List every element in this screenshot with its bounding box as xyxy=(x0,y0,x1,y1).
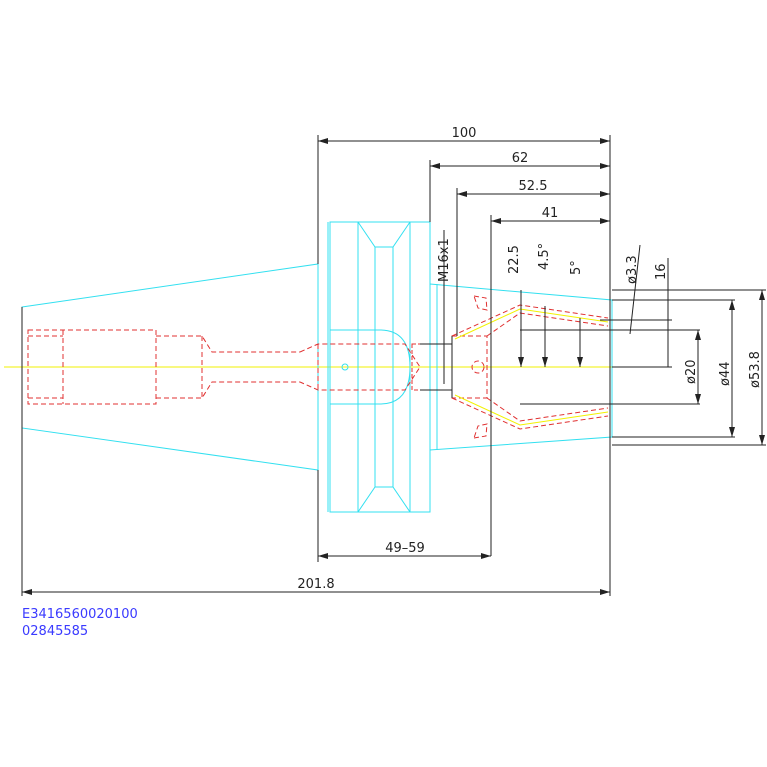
dim-dia-3-3: ø3.3 xyxy=(625,255,640,284)
part-code-2: 02845585 xyxy=(22,624,89,639)
dim-22-5: 22.5 xyxy=(507,245,522,274)
dim-m16: M16x1 xyxy=(437,238,452,282)
thread-zone xyxy=(420,336,453,398)
dim-41: 41 xyxy=(542,206,559,221)
dim-62: 62 xyxy=(512,151,529,166)
dim-201-8: 201.8 xyxy=(297,577,334,592)
dim-52-5: 52.5 xyxy=(519,179,548,194)
angle-4-5: 4.5° xyxy=(537,243,552,270)
angle-5: 5° xyxy=(569,260,584,275)
dimension-lines xyxy=(21,135,766,596)
part-code-1: E3416560020100 xyxy=(22,607,138,622)
dim-dia-53-8: ø53.8 xyxy=(748,351,763,388)
collet-yellow xyxy=(454,308,609,426)
dim-dia-44: ø44 xyxy=(718,362,733,387)
dim-49-59: 49–59 xyxy=(385,541,425,556)
dim-16: 16 xyxy=(654,263,669,280)
arrowheads xyxy=(22,138,765,595)
dim-dia-20: ø20 xyxy=(684,360,699,385)
dim-100: 100 xyxy=(452,126,477,141)
